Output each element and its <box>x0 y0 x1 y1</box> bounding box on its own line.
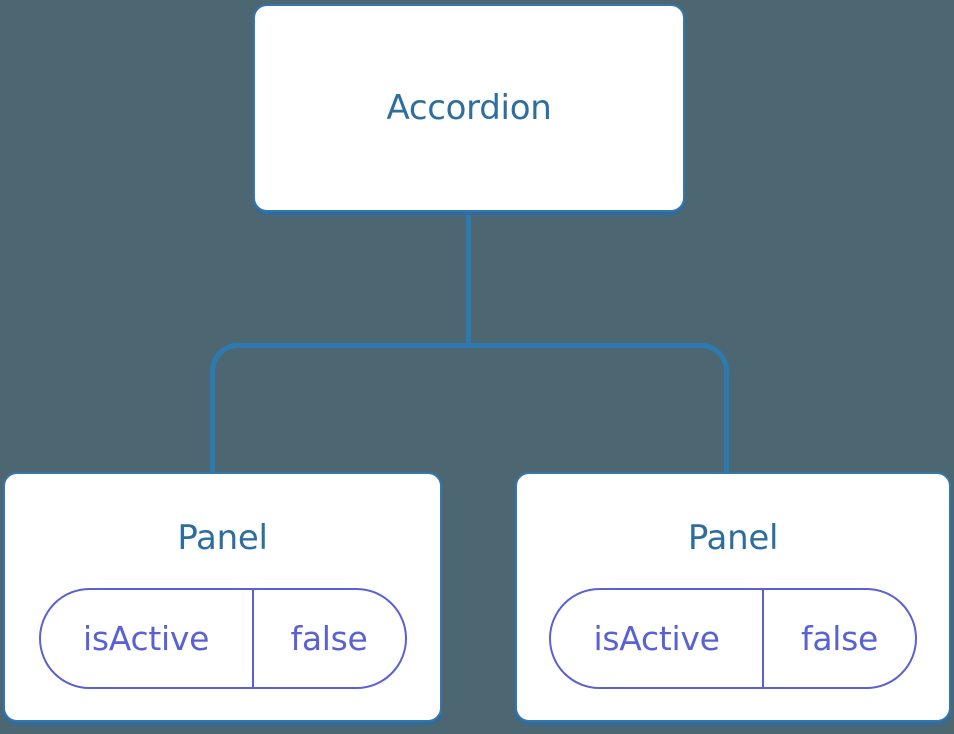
panel-node-right: Panel isActive false <box>515 472 951 722</box>
panel-node-label: Panel <box>177 518 268 558</box>
connector-stem <box>466 210 471 348</box>
state-pill: isActive false <box>38 588 407 689</box>
state-pill: isActive false <box>549 588 917 689</box>
state-name: isActive <box>41 590 254 687</box>
state-value: false <box>801 619 879 658</box>
root-node-accordion: Accordion <box>253 4 685 212</box>
state-name: isActive <box>551 590 765 687</box>
connector-branch <box>210 343 729 474</box>
root-node-label: Accordion <box>386 88 552 128</box>
panel-node-label: Panel <box>687 518 779 558</box>
panel-node-left: Panel isActive false <box>3 472 442 722</box>
state-value: false <box>290 619 368 658</box>
